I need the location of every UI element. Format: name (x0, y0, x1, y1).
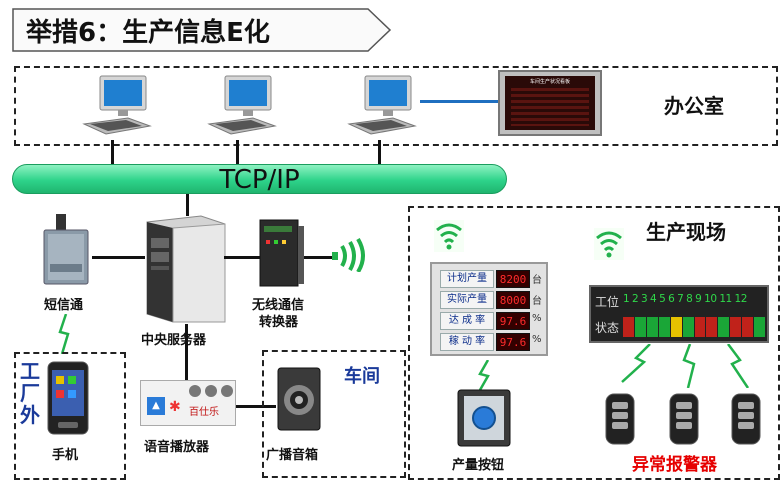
outside-zone (14, 352, 126, 480)
speaker-label: 广播音箱 (266, 448, 319, 463)
alarm-label: 异常报警器 (632, 455, 717, 475)
phone-icon (47, 361, 89, 435)
computer-icon (82, 75, 152, 135)
wire (185, 324, 188, 380)
player-brand: 百仕乐 (189, 407, 219, 418)
page-title: 举措6：生产信息E化 (26, 18, 270, 48)
workshop-zone (262, 350, 406, 478)
voice-player-label: 语音播放器 (144, 440, 210, 455)
output-button-icon (457, 389, 511, 447)
wire (92, 256, 145, 259)
station-numbers: 1 2 3 4 5 6 7 8 9 10 11 12 (623, 293, 747, 305)
wireless-converter-icon (259, 219, 304, 287)
alarm-remote-icon (605, 393, 635, 445)
station-row2-label: 状态 (595, 321, 620, 335)
production-label: 生产现场 (646, 220, 726, 244)
production-led-board: 计划产量 8200 台 实际产量 8000 台 达 成 率 97.6 % 稼 动… (430, 262, 548, 356)
voice-player: ▲ ✱ 百仕乐 (140, 380, 236, 426)
wireless-link-icon (621, 344, 651, 383)
monitor-caption: 车间生产状况看板 (529, 79, 570, 85)
station-status-board: 工位 1 2 3 4 5 6 7 8 9 10 11 12 状态 (589, 285, 769, 343)
big-monitor: 车间生产状况看板 (498, 70, 602, 136)
alarm-remote-icon (669, 393, 699, 445)
wireless-label-2: 转换器 (259, 315, 299, 330)
phone-label: 手机 (52, 448, 79, 463)
sms-label: 短信通 (44, 298, 84, 313)
output-button-label: 产量按钮 (452, 458, 505, 473)
wireless-signal-icon (332, 238, 365, 272)
wire (111, 140, 114, 164)
office-label: 办公室 (664, 94, 724, 118)
computer-icon (207, 75, 277, 135)
workshop-label: 车间 (344, 366, 380, 387)
wire (224, 256, 260, 259)
wifi-icon (434, 220, 464, 252)
speaker-icon (277, 367, 321, 431)
up-icon: ▲ (147, 397, 165, 415)
office-zone (14, 66, 778, 146)
wireless-link-icon (58, 314, 70, 354)
wire (236, 140, 239, 164)
tcp-ip-bus: TCP/IP (12, 164, 507, 195)
production-zone (408, 206, 780, 480)
server-icon (146, 215, 226, 323)
wireless-link-icon (727, 344, 750, 388)
title-banner (12, 8, 392, 52)
wireless-link-icon (478, 360, 490, 390)
outside-label: 工厂外 (20, 359, 40, 427)
alarm-remote-icon (731, 393, 761, 445)
wireless-label-1: 无线通信 (252, 298, 305, 313)
wifi-icon (594, 228, 624, 260)
monitor-link-line (420, 100, 500, 103)
station-row1-label: 工位 (595, 295, 620, 309)
wireless-link-icon (682, 344, 696, 388)
wire (378, 140, 381, 164)
server-label: 中央服务器 (141, 333, 207, 348)
computer-icon (347, 75, 417, 135)
wire (236, 405, 276, 408)
network-label: TCP/IP (219, 165, 300, 195)
wire (186, 194, 189, 216)
sms-device-icon (43, 214, 89, 285)
wire (304, 256, 332, 259)
status-cells (623, 317, 766, 337)
